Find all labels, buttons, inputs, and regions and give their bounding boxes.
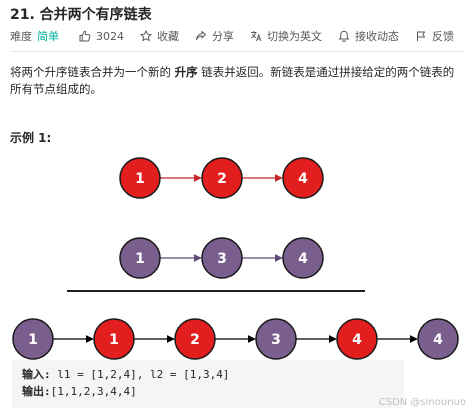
feedback-label: 反馈 [432, 30, 454, 43]
favorite-label: 收藏 [157, 30, 179, 43]
list-2-node-1 [119, 237, 161, 279]
example-io-block: 输入: l1 = [1,2,4], l2 = [1,3,4] 输出:[1,1,2… [12, 360, 404, 408]
list-2-node-2 [201, 237, 243, 279]
list-3-node-1 [12, 318, 54, 360]
header-divider [10, 51, 464, 52]
list-1-node-1-label: 1 [135, 171, 145, 187]
watermark: CSDN @sinounuo [378, 397, 466, 408]
description-text-1: 将两个升序链表合并为一个新的 [10, 65, 175, 79]
input-label: 输入: [22, 368, 51, 381]
list-1-node-2 [201, 157, 243, 199]
subscribe-button[interactable]: 接收动态 [338, 28, 399, 44]
translate-label: 切换为英文 [267, 30, 322, 43]
star-icon [140, 30, 152, 42]
problem-meta-bar: 难度 简单 3024 收藏 分享 切换为英文 接收动态 反馈 [10, 28, 470, 44]
subscribe-label: 接收动态 [355, 30, 399, 43]
difficulty-label: 难度 [10, 30, 32, 43]
translate-button[interactable]: 切换为英文 [250, 28, 322, 44]
description-text-2: 链表并返回。新链表是通过拼接给定的两个链表的所有节点组成的。 [10, 65, 455, 96]
list-2-node-3 [282, 237, 324, 279]
example-title: 示例 1: [10, 131, 52, 145]
problem-description: 将两个升序链表合并为一个新的 升序 链表并返回。新链表是通过拼接给定的两个链表的… [10, 64, 465, 98]
list-2-node-3-label: 4 [298, 251, 308, 267]
list-3-node-5 [336, 318, 378, 360]
list-2-node-1-label: 1 [135, 251, 145, 267]
list-3-node-2-label: 1 [109, 332, 119, 348]
share-button[interactable]: 分享 [195, 28, 234, 44]
list-3-node-3-label: 2 [190, 332, 200, 348]
like-button[interactable]: 3024 [79, 30, 124, 43]
feedback-icon [415, 30, 427, 42]
list-3-node-4-label: 3 [271, 332, 281, 348]
list-1-node-1 [119, 157, 161, 199]
like-count: 3024 [96, 29, 124, 43]
list-3-node-6 [417, 318, 459, 360]
problem-title: 21. 合并两个有序链表 [10, 7, 152, 23]
bell-icon [338, 30, 350, 42]
input-value: l1 = [1,2,4], l2 = [1,3,4] [50, 368, 230, 381]
output-label: 输出: [22, 385, 51, 398]
list-3-node-4 [255, 318, 297, 360]
list-1-node-3-label: 4 [298, 171, 308, 187]
favorite-button[interactable]: 收藏 [140, 28, 179, 44]
share-label: 分享 [212, 30, 234, 43]
list-3-node-1-label: 1 [28, 332, 38, 348]
share-icon [195, 30, 207, 42]
feedback-button[interactable]: 反馈 [415, 28, 454, 44]
list-3-node-5-label: 4 [352, 332, 362, 348]
difficulty-badge: 简单 [37, 30, 59, 43]
linked-list-merge-diagram: 1 2 4 1 3 4 1 1 2 3 4 4 [12, 157, 459, 360]
thumb-up-icon [79, 30, 91, 42]
list-3-node-2 [93, 318, 135, 360]
list-2-node-2-label: 3 [217, 251, 227, 267]
translate-icon [250, 30, 262, 42]
output-value: [1,1,2,3,4,4] [50, 385, 137, 398]
list-3-node-3 [174, 318, 216, 360]
list-1-node-2-label: 2 [217, 171, 227, 187]
list-3-node-6-label: 4 [433, 332, 443, 348]
description-bold: 升序 [174, 65, 198, 79]
list-1-node-3 [282, 157, 324, 199]
